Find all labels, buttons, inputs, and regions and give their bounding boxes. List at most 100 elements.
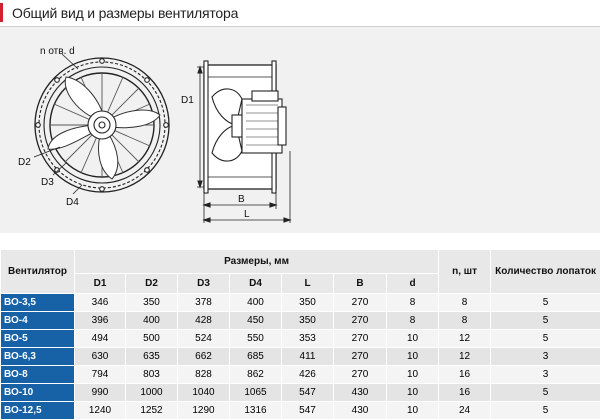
model-name-cell: ВО-3,5 (1, 294, 75, 312)
header-accent-bar (0, 3, 3, 22)
value-cell: 16 (439, 366, 491, 384)
value-cell: 5 (491, 312, 600, 330)
label-n-holes: n отв. d (40, 46, 75, 57)
value-cell: 12 (439, 348, 491, 366)
label-d1: D1 (181, 95, 194, 106)
value-cell: 270 (334, 312, 387, 330)
model-name-cell: ВО-4 (1, 312, 75, 330)
value-cell: 635 (126, 348, 178, 366)
label-d2: D2 (18, 157, 31, 168)
model-name-cell: ВО-6,3 (1, 348, 75, 366)
col-header-blades: Количество лопаток (491, 250, 600, 294)
col-group-dimensions: Размеры, мм (75, 250, 439, 274)
label-b: B (238, 194, 245, 205)
value-cell: 350 (282, 294, 334, 312)
value-cell: 550 (230, 330, 282, 348)
value-cell: 828 (178, 366, 230, 384)
value-cell: 350 (282, 312, 334, 330)
technical-drawing-area: n отв. d D2 D3 D4 (0, 27, 600, 233)
value-cell: 630 (75, 348, 126, 366)
value-cell: 10 (387, 366, 439, 384)
page-title: Общий вид и размеры вентилятора (12, 5, 238, 21)
value-cell: 24 (439, 402, 491, 420)
value-cell: 1252 (126, 402, 178, 420)
value-cell: 10 (387, 402, 439, 420)
value-cell: 8 (387, 312, 439, 330)
value-cell: 8 (439, 312, 491, 330)
value-cell: 5 (491, 384, 600, 402)
value-cell: 547 (282, 402, 334, 420)
fan-front-view (34, 54, 169, 194)
value-cell: 547 (282, 384, 334, 402)
value-cell: 1000 (126, 384, 178, 402)
value-cell: 3 (491, 348, 600, 366)
value-cell: 450 (230, 312, 282, 330)
value-cell: 270 (334, 366, 387, 384)
value-cell: 5 (491, 330, 600, 348)
value-cell: 430 (334, 402, 387, 420)
section-header: Общий вид и размеры вентилятора (0, 0, 600, 26)
value-cell: 16 (439, 384, 491, 402)
value-cell: 8 (439, 294, 491, 312)
value-cell: 430 (334, 384, 387, 402)
value-cell: 500 (126, 330, 178, 348)
value-cell: 5 (491, 402, 600, 420)
value-cell: 8 (387, 294, 439, 312)
value-cell: 12 (439, 330, 491, 348)
value-cell: 1316 (230, 402, 282, 420)
label-l: L (244, 209, 250, 220)
value-cell: 5 (491, 294, 600, 312)
value-cell: 524 (178, 330, 230, 348)
value-cell: 396 (75, 312, 126, 330)
value-cell: 1065 (230, 384, 282, 402)
col-header-model: Вентилятор (1, 250, 75, 294)
col-header-n: n, шт (439, 250, 491, 294)
label-d4: D4 (66, 197, 79, 208)
value-cell: 270 (334, 294, 387, 312)
value-cell: 494 (75, 330, 126, 348)
value-cell: 685 (230, 348, 282, 366)
col-header-d: d (387, 274, 439, 294)
value-cell: 350 (126, 294, 178, 312)
col-header-d4: D4 (230, 274, 282, 294)
value-cell: 1290 (178, 402, 230, 420)
value-cell: 426 (282, 366, 334, 384)
value-cell: 346 (75, 294, 126, 312)
value-cell: 428 (178, 312, 230, 330)
value-cell: 794 (75, 366, 126, 384)
value-cell: 1040 (178, 384, 230, 402)
model-name-cell: ВО-8 (1, 366, 75, 384)
value-cell: 1240 (75, 402, 126, 420)
value-cell: 400 (126, 312, 178, 330)
value-cell: 353 (282, 330, 334, 348)
col-header-d1: D1 (75, 274, 126, 294)
value-cell: 10 (387, 384, 439, 402)
value-cell: 3 (491, 366, 600, 384)
col-header-b: B (334, 274, 387, 294)
col-header-l: L (282, 274, 334, 294)
value-cell: 862 (230, 366, 282, 384)
value-cell: 270 (334, 330, 387, 348)
value-cell: 10 (387, 348, 439, 366)
label-d3: D3 (41, 177, 54, 188)
model-name-cell: ВО-12,5 (1, 402, 75, 420)
value-cell: 400 (230, 294, 282, 312)
value-cell: 378 (178, 294, 230, 312)
model-name-cell: ВО-10 (1, 384, 75, 402)
value-cell: 662 (178, 348, 230, 366)
value-cell: 990 (75, 384, 126, 402)
value-cell: 803 (126, 366, 178, 384)
value-cell: 10 (387, 330, 439, 348)
value-cell: 270 (334, 348, 387, 366)
value-cell: 411 (282, 348, 334, 366)
model-name-cell: ВО-5 (1, 330, 75, 348)
col-header-d3: D3 (178, 274, 230, 294)
fan-drawing: n отв. d D2 D3 D4 (0, 27, 600, 233)
